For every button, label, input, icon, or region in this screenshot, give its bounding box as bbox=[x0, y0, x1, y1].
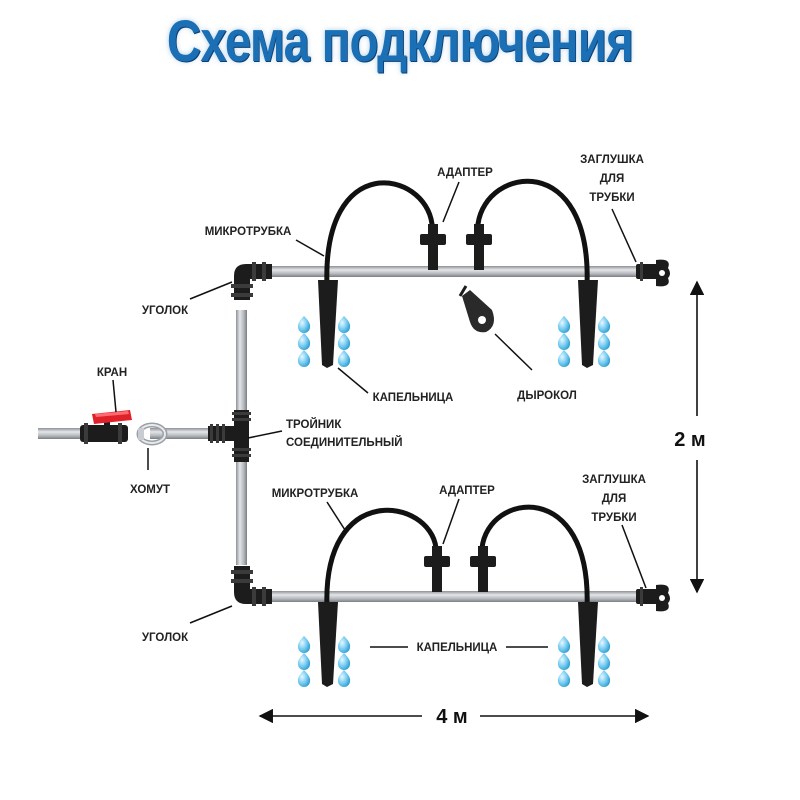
adapter-bottom-right bbox=[470, 546, 496, 592]
water-drop-icon bbox=[337, 333, 351, 350]
water-drop-icon bbox=[557, 670, 571, 687]
adapter-bottom-left bbox=[424, 546, 450, 592]
water-drops bbox=[297, 316, 611, 687]
labels: АДАПТЕР ЗАГЛУШКА ДЛЯ ТРУБКИ МИКРОТРУБКА … bbox=[97, 154, 706, 728]
label-valve: КРАН bbox=[97, 367, 127, 379]
water-drop-icon bbox=[297, 333, 311, 350]
water-drop-icon bbox=[557, 316, 571, 333]
label-plug-top-2: ДЛЯ bbox=[600, 173, 625, 185]
microtube-top-left bbox=[324, 180, 435, 289]
microtube-bottom-left bbox=[324, 507, 439, 611]
label-microtube-top: МИКРОТРУБКА bbox=[205, 226, 292, 238]
bottom-lateral-pipe bbox=[272, 591, 642, 602]
label-dripper-top: КАПЕЛЬНИЦА bbox=[373, 392, 454, 404]
label-adapter-top: АДАПТЕР bbox=[437, 167, 493, 179]
label-microtube-bottom: МИКРОТРУБКА bbox=[272, 488, 359, 500]
water-drop-icon bbox=[557, 653, 571, 670]
label-plug-bottom-1: ЗАГЛУШКА bbox=[582, 474, 646, 486]
label-punch: ДЫРОКОЛ bbox=[517, 390, 577, 402]
dripper-bottom-right bbox=[578, 602, 598, 687]
water-drop-icon bbox=[597, 653, 611, 670]
water-drop-icon bbox=[297, 670, 311, 687]
water-drop-icon bbox=[337, 316, 351, 333]
tee-connector bbox=[208, 410, 251, 462]
water-drop-icon bbox=[297, 636, 311, 653]
water-drop-icon bbox=[337, 636, 351, 653]
label-plug-bottom-3: ТРУБКИ bbox=[591, 512, 636, 524]
water-drop-icon bbox=[557, 636, 571, 653]
water-drop-icon bbox=[557, 333, 571, 350]
water-drop-icon bbox=[597, 316, 611, 333]
label-height: 2 м bbox=[674, 429, 705, 451]
water-drop-icon bbox=[337, 670, 351, 687]
top-lateral-pipe bbox=[272, 266, 642, 277]
dripper-top-left bbox=[318, 280, 338, 368]
water-drop-icon bbox=[597, 670, 611, 687]
elbow-top bbox=[231, 262, 272, 300]
label-plug-top-1: ЗАГЛУШКА bbox=[580, 154, 644, 166]
label-width: 4 м bbox=[436, 706, 467, 728]
water-drop-icon bbox=[337, 350, 351, 367]
label-tee-1: ТРОЙНИК bbox=[286, 418, 342, 431]
label-plug-bottom-2: ДЛЯ bbox=[602, 493, 627, 505]
dripper-top-right bbox=[578, 280, 598, 368]
page-title: Схема подключения bbox=[166, 9, 634, 74]
label-tee-2: СОЕДИНИТЕЛЬНЫЙ bbox=[286, 436, 403, 449]
label-elbow-bottom: УГОЛОК bbox=[142, 632, 189, 644]
punch-tool bbox=[458, 285, 494, 333]
vertical-pipe-lower bbox=[236, 460, 247, 565]
end-plug-top bbox=[636, 259, 670, 287]
dimension-lines bbox=[258, 280, 705, 724]
adapter-top-right bbox=[466, 224, 492, 270]
valve bbox=[80, 410, 132, 444]
label-clamp: ХОМУТ bbox=[130, 484, 170, 496]
inlet-pipe bbox=[38, 428, 86, 439]
end-plug-bottom bbox=[636, 584, 670, 612]
water-drop-icon bbox=[597, 636, 611, 653]
microtubes bbox=[324, 178, 590, 611]
label-plug-top-3: ТРУБКИ bbox=[589, 192, 634, 204]
pipes bbox=[38, 266, 642, 602]
water-drop-icon bbox=[297, 653, 311, 670]
inlet-pipe-2 bbox=[150, 428, 210, 439]
water-drop-icon bbox=[337, 653, 351, 670]
water-drop-icon bbox=[597, 333, 611, 350]
water-drop-icon bbox=[297, 316, 311, 333]
vertical-pipe-upper bbox=[236, 310, 247, 412]
label-adapter-bottom: АДАПТЕР bbox=[439, 485, 495, 497]
adapter-top-left bbox=[420, 224, 446, 270]
label-dripper-bottom: КАПЕЛЬНИЦА bbox=[417, 642, 498, 654]
microtube-top-right bbox=[475, 178, 590, 289]
dripper-bottom-left bbox=[318, 602, 338, 687]
label-elbow-top: УГОЛОК bbox=[142, 305, 189, 317]
clamp bbox=[136, 422, 168, 446]
leader-lines bbox=[112, 181, 647, 648]
elbow-bottom bbox=[231, 566, 272, 606]
water-drop-icon bbox=[557, 350, 571, 367]
microtube-bottom-right bbox=[479, 504, 590, 611]
water-drop-icon bbox=[597, 350, 611, 367]
water-drop-icon bbox=[297, 350, 311, 367]
